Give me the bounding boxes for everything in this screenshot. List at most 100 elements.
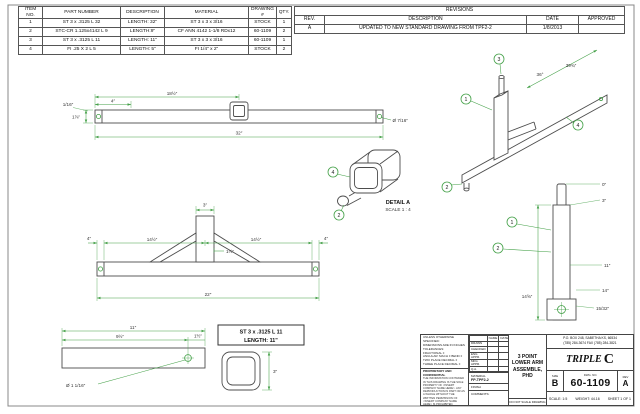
bom-cell: ST 3 x .3125 L 32 [42,18,121,29]
view-front: 3″ 14½″ 14½″ 4″ 4″ 22″ 1½″ [87,203,329,301]
dim-3-square: 3″ [273,369,278,374]
tolerance-line: THREE PLACE DECIMAL ± [423,362,461,367]
tolerance-block: UNLESS OTHERWISE SPECIFIED: DIMENSIONS A… [421,335,468,370]
dim-3-top: 3″ [203,203,208,208]
title-line: 3 POINT [517,353,538,360]
bom-cell: 4 [18,45,43,56]
dim-ord-3: 3″ [602,198,607,203]
hole-right [376,114,382,120]
bom-cell: LENGTH:9" [120,27,165,38]
bom-header: MATERIAL [164,5,249,20]
dim-1-half: 1½″ [226,248,234,254]
tolerance-line: FRACTIONAL ± [423,350,445,355]
dim-11: 11″ [130,325,137,330]
dim-15-32: 15/32″ [596,306,609,311]
bom-cell: STOCK [248,18,277,29]
tolerance-column: UNLESS OTHERWISE SPECIFIED: DIMENSIONS A… [421,335,469,405]
address-line-1: P.O. BOX 248, SABETHA KS, 66534 [563,336,617,340]
dim-1-78: 1⅞″ [72,115,80,120]
dim-14-58: 14⅝″ [522,294,533,299]
dim-angle-36: 36° [537,72,544,77]
company-column: P.O. BOX 248, SABETHA KS, 66534 (785) 28… [547,335,633,405]
logo-letter: C [603,351,614,367]
balloon-2 [441,181,453,193]
material-label: MATERIAL [471,374,486,379]
bom-cell: 2 [18,27,43,38]
title-line: LOWER ARM [511,360,544,366]
revisions-header: DESCRIPTION [324,15,527,25]
row-mfg-appr: MFG APPR. [469,358,488,367]
detail-scale: SCALE 1 : 4 [385,207,411,212]
bom-cell: ST 3 x .3125 L 11 [42,36,121,47]
bom-cell: 60-1109 [248,36,277,47]
bom-cell: LENGTH: 11" [120,36,165,47]
bom-cell: STOCK [248,45,277,56]
bom-cell: CF ANN 4142 1-1/8 RDx12 [164,27,249,38]
title-block: UNLESS OTHERWISE SPECIFIED: DIMENSIONS A… [420,334,634,406]
material-block: MATERIAL FP-TPF2-2 [469,372,508,383]
bom-cell: ST 3 x 3 x 3/16 [164,18,249,29]
address-line-2: (785) 284-3674 FAX (785) 284-3821 [563,340,617,345]
tolerance-line: TOLERANCES: [423,346,445,351]
drawing-title: 3 POINT LOWER ARM ASSEMBLE, PHD [509,335,546,398]
scale-weight-sheet-row: SCALE: 1:5 WEIGHT: 44.16 SHEET 1 OF 1 [547,392,633,405]
dim-14h-right: 14½″ [251,236,262,242]
material-value: FP-TPF2-2 [471,378,489,383]
balloon-2c-label: 2 [497,246,500,252]
top-pin [498,74,505,80]
balloon-1b-label: 1 [511,220,514,226]
balloon-1-label: 1 [465,97,468,103]
dim-4-right: 4″ [324,236,329,241]
comments-label: COMMENTS: [469,390,508,405]
view-part3: ST 3 x .3125 L 11 LENGTH: 11" 11″ 9½″ 1½… [61,324,305,391]
bom-header: ITEM NO. [18,5,43,20]
dwg-no-label: DWG. NO. [583,373,598,377]
bom-cell: ST 3 x 3 x 3/16 [164,36,249,47]
balloon-4 [572,119,584,131]
bom-cell: 60-1109 [248,27,277,38]
bom-cell: 1 [18,18,43,29]
bom-cell: STC-CR 1.125x4142 L 9 [42,27,121,38]
part3-label-2: LENGTH: 11" [244,338,278,344]
bom-header: DESCRIPTION [120,5,165,20]
dwg-no-value: 60-1109 [570,377,611,389]
scale-value: SCALE: 1:5 [549,396,568,401]
size-label: SIZE [551,374,559,378]
title-line: ASSEMBLE, [512,366,543,373]
title-column: 3 POINT LOWER ARM ASSEMBLE, PHD DO NOT S… [509,335,547,405]
revisions-header: APPROVED [577,15,626,25]
bom-cell: FI 1/4" x 2" [164,45,249,56]
balloon-2b-label: 2 [338,213,341,219]
tolerance-line: TWO PLACE DECIMAL ± [423,358,458,363]
dim-9-half: 9½″ [116,333,124,339]
sheet-border [7,4,635,407]
bom-cell: 2 [276,45,292,56]
sheet-value: SHEET 1 OF 1 [607,396,631,401]
dim-4: 4″ [111,99,116,104]
logo-word: TRIPLE [566,354,602,365]
bom-cell: 1 [276,18,292,29]
tolerance-line: UNLESS OTHERWISE SPECIFIED: [423,335,454,343]
hole-left [96,114,102,120]
proprietary-title: PROPRIETARY AND CONFIDENTIAL [423,369,452,377]
balloon-1 [460,93,472,105]
rev-label: REV [622,374,629,379]
part3-label-1: ST 3 x .3125 L 11 [240,330,283,336]
view-detail-a: DETAIL A SCALE 1 : 4 4 2 [327,149,411,221]
bom-cell: FI .25 X 2 L 5 [42,45,121,56]
rev-value: A [622,378,629,388]
detail-pin [337,195,349,207]
dim-32: 32″ [236,131,243,136]
dim-1-half-p3: 1½″ [194,333,202,339]
balloon-4-label: 4 [577,123,580,129]
revisions-header: DATE [526,15,579,25]
proprietary-text: THE INFORMATION CONTAINED IN THIS DRAWIN… [423,377,465,405]
dim-ord-0: 0″ [602,182,607,187]
dim-39-34: 39¾″ [566,63,577,68]
dim-22: 22″ [205,292,212,297]
revisions-header: REV. [294,15,325,25]
balloon-4b-label: 4 [332,170,335,176]
